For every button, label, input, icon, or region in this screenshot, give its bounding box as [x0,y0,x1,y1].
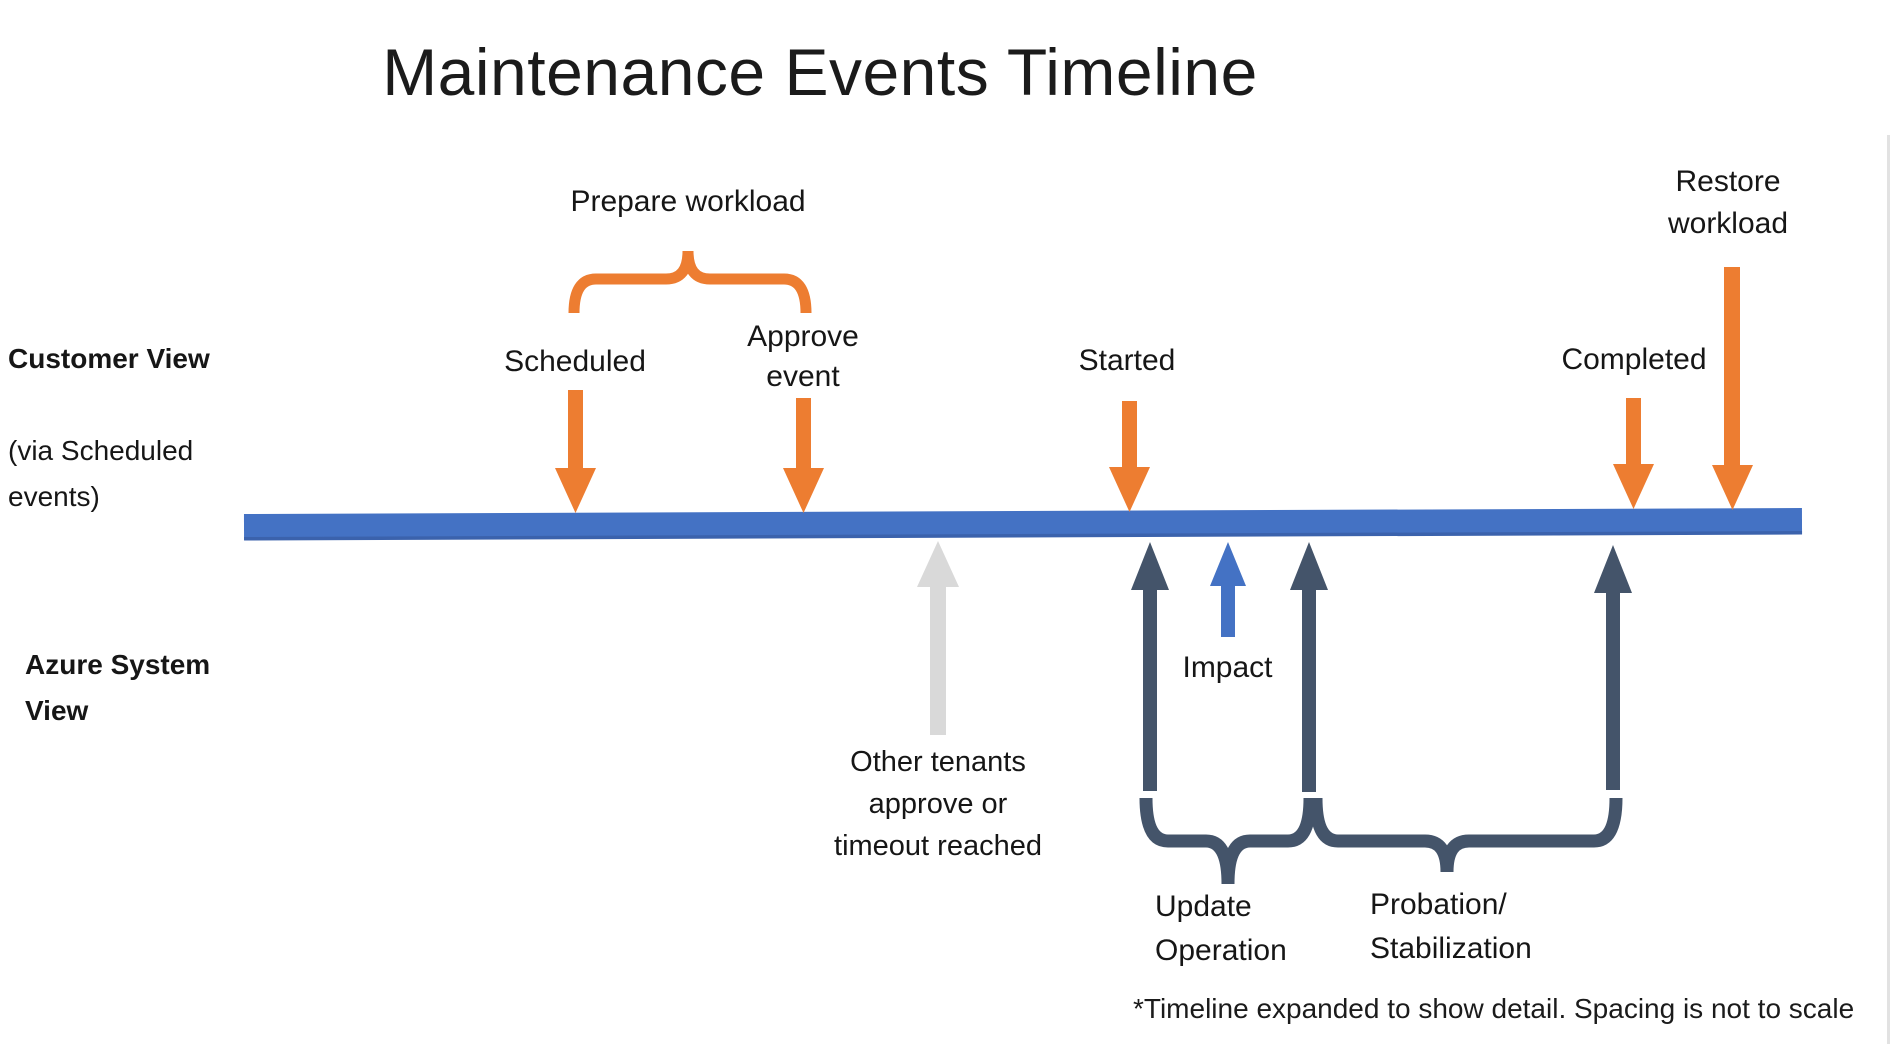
scheduled-arrow [555,390,596,513]
update-operation-label: Update Operation [1155,890,1287,967]
update-operation-brace [1139,797,1317,885]
timeline-bar [243,508,1803,541]
page-title: Maintenance Events Timeline [382,35,1258,109]
approve-event-arrow [783,398,824,513]
probation-end-arrow [1594,545,1632,790]
update-operation-start-arrow [1131,542,1169,791]
probation-stabilization-label: Probation/ Stabilization [1370,888,1532,965]
update-operation-end-arrow [1290,542,1328,792]
footnote: *Timeline expanded to show detail. Spaci… [1133,993,1855,1024]
prepare-workload-label: Prepare workload [570,185,806,218]
azure-system-view-lane-label: Azure System View [25,649,211,726]
approve-event-label: Approve event [747,320,859,393]
completed-label: Completed [1561,343,1707,376]
other-tenants-arrow [917,541,959,735]
started-arrow [1109,401,1150,512]
probation-stabilization-brace [1309,797,1623,873]
scheduled-label: Scheduled [504,345,646,378]
restore-workload-label: Restore workload [1667,165,1789,240]
impact-arrow [1210,542,1246,637]
customer-view-lane-label: Customer View (via Scheduled events) [8,290,268,566]
completed-arrow [1613,398,1654,509]
other-tenants-label: Other tenants approve or timeout reached [834,746,1042,862]
window-edge-line [1887,135,1890,1044]
customer-view-title: Customer View [8,343,210,374]
customer-view-subtitle: (via Scheduled events) [8,435,194,512]
impact-label: Impact [1182,651,1273,684]
started-label: Started [1078,344,1176,377]
restore-workload-arrow [1712,267,1753,510]
prepare-workload-brace [568,250,812,314]
